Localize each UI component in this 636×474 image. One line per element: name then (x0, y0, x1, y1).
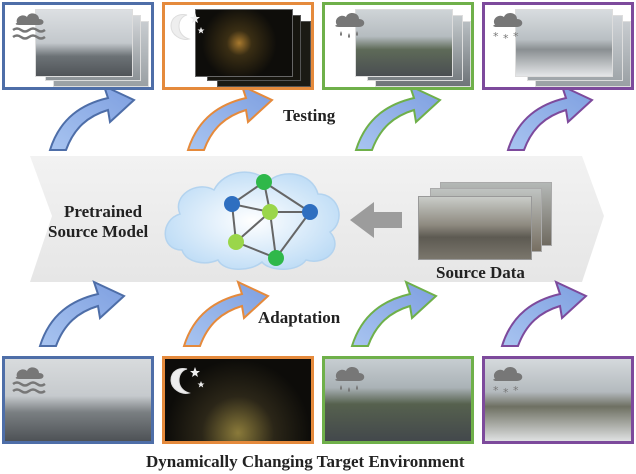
arrow-top-1 (48, 84, 136, 151)
adapt-frame-snow: * * * (482, 356, 634, 444)
node-top (256, 174, 272, 190)
model-label-line1: Pretrained (64, 202, 143, 221)
moon-stars-icon (170, 367, 205, 394)
arrow-bottom-2 (182, 280, 270, 347)
test-frame-night (162, 2, 314, 90)
footer-caption: Dynamically Changing Target Environment (146, 452, 465, 471)
rain-cloud-icon (335, 13, 365, 38)
arrow-bottom-3 (350, 280, 438, 347)
arrow-bottom-4 (500, 280, 588, 347)
adapt-frame-fog (2, 356, 154, 444)
svg-text:*: * (513, 384, 519, 397)
rain-photo-front (355, 9, 453, 77)
snow-cloud-icon: * * * (493, 367, 523, 399)
fog-icon (12, 13, 46, 40)
svg-text:*: * (493, 384, 499, 397)
node-right (302, 204, 318, 220)
test-frame-rain (322, 2, 474, 90)
test-frame-fog (2, 2, 154, 90)
svg-text:*: * (493, 30, 499, 43)
fog-icon (12, 367, 46, 394)
model-label-line2: Source Model (48, 222, 149, 241)
night-photo-front (195, 9, 293, 77)
testing-label: Testing (283, 106, 336, 125)
snow-cloud-icon: * * * (493, 13, 523, 45)
snow-photo-front (515, 9, 613, 77)
adapt-frame-night (162, 356, 314, 444)
arrow-bottom-1 (38, 280, 126, 347)
arrow-top-3 (354, 84, 442, 151)
node-center (262, 204, 278, 220)
fog-photo-front (35, 9, 133, 77)
moon-stars-icon (170, 13, 205, 40)
node-bottom (268, 250, 284, 266)
source-data-label: Source Data (436, 263, 525, 282)
test-frame-snow: * * * (482, 2, 634, 90)
back-arrow (350, 202, 402, 238)
node-left (224, 196, 240, 212)
svg-text:*: * (503, 386, 509, 399)
svg-text:*: * (513, 30, 519, 43)
svg-text:*: * (503, 32, 509, 45)
arrow-top-2 (186, 84, 274, 151)
rain-cloud-icon (335, 367, 365, 392)
network-nodes (224, 174, 318, 266)
node-lower-left (228, 234, 244, 250)
model-cloud (164, 171, 340, 270)
source-photo-front (418, 196, 532, 260)
adaptation-label: Adaptation (258, 308, 341, 327)
adapt-frame-rain (322, 356, 474, 444)
arrow-top-4 (506, 84, 594, 151)
